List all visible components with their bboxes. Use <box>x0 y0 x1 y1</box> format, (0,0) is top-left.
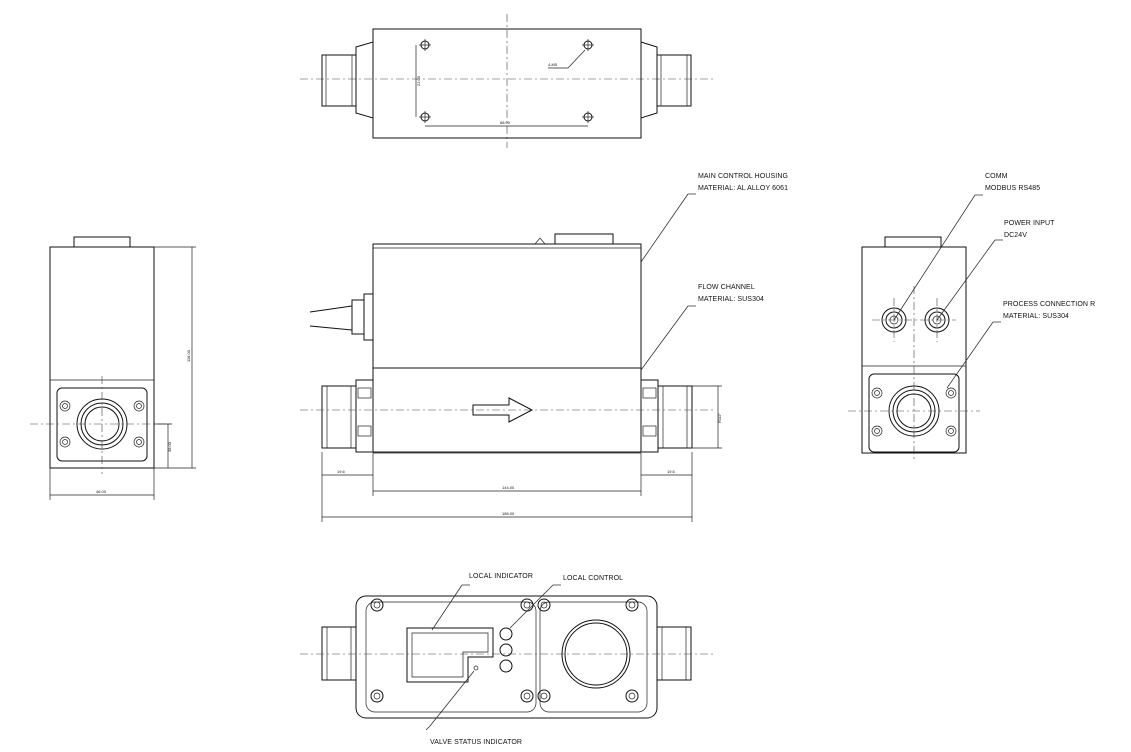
callout-comm-line2: MODBUS RS485 <box>985 185 1040 192</box>
front-view: 19.6 19.6 144.00 186.00 R1/2" <box>300 193 722 522</box>
front-dim-body: 144.00 <box>502 485 515 490</box>
callout-process-line1: PROCESS CONNECTION R <box>1003 301 1095 308</box>
callout-comm-line1: COMM <box>985 173 1008 180</box>
top-dim-vertical: 22.00 <box>416 75 421 86</box>
callout-main-housing-line2: MATERIAL: AL ALLOY 6061 <box>698 185 788 192</box>
front-dim-overall: 186.00 <box>502 511 515 516</box>
callout-local-indicator: LOCAL INDICATOR <box>469 573 533 580</box>
top-hole-callout: 4-M5 <box>548 62 558 67</box>
top-dim-horizontal: 68.00 <box>500 120 511 125</box>
bottom-view <box>300 584 716 731</box>
callout-process-line2: MATERIAL: SUS304 <box>1003 313 1069 320</box>
right-side-view <box>848 194 1003 462</box>
front-dim-port-right: 19.6 <box>667 469 676 474</box>
callout-power-line1: POWER INPUT <box>1004 220 1055 227</box>
left-dim-height: 118.00 <box>186 349 191 362</box>
top-view: 4-M5 22.00 68.00 <box>300 14 716 148</box>
left-dim-center: 38.00 <box>167 441 172 452</box>
left-side-view: 118.00 38.00 46.00 <box>30 236 196 500</box>
callout-main-housing-line1: MAIN CONTROL HOUSING <box>698 173 788 180</box>
callout-local-control: LOCAL CONTROL <box>563 575 623 582</box>
front-dim-port-dia: R1/2" <box>717 413 722 423</box>
callout-valve-status: VALVE STATUS INDICATOR <box>430 739 522 746</box>
left-dim-width: 46.00 <box>96 489 107 494</box>
callout-flow-channel-line1: FLOW CHANNEL <box>698 284 755 291</box>
front-dim-port-left: 19.6 <box>337 469 346 474</box>
callout-flow-channel-line2: MATERIAL: SUS304 <box>698 296 764 303</box>
callout-power-line2: DC24V <box>1004 232 1027 239</box>
